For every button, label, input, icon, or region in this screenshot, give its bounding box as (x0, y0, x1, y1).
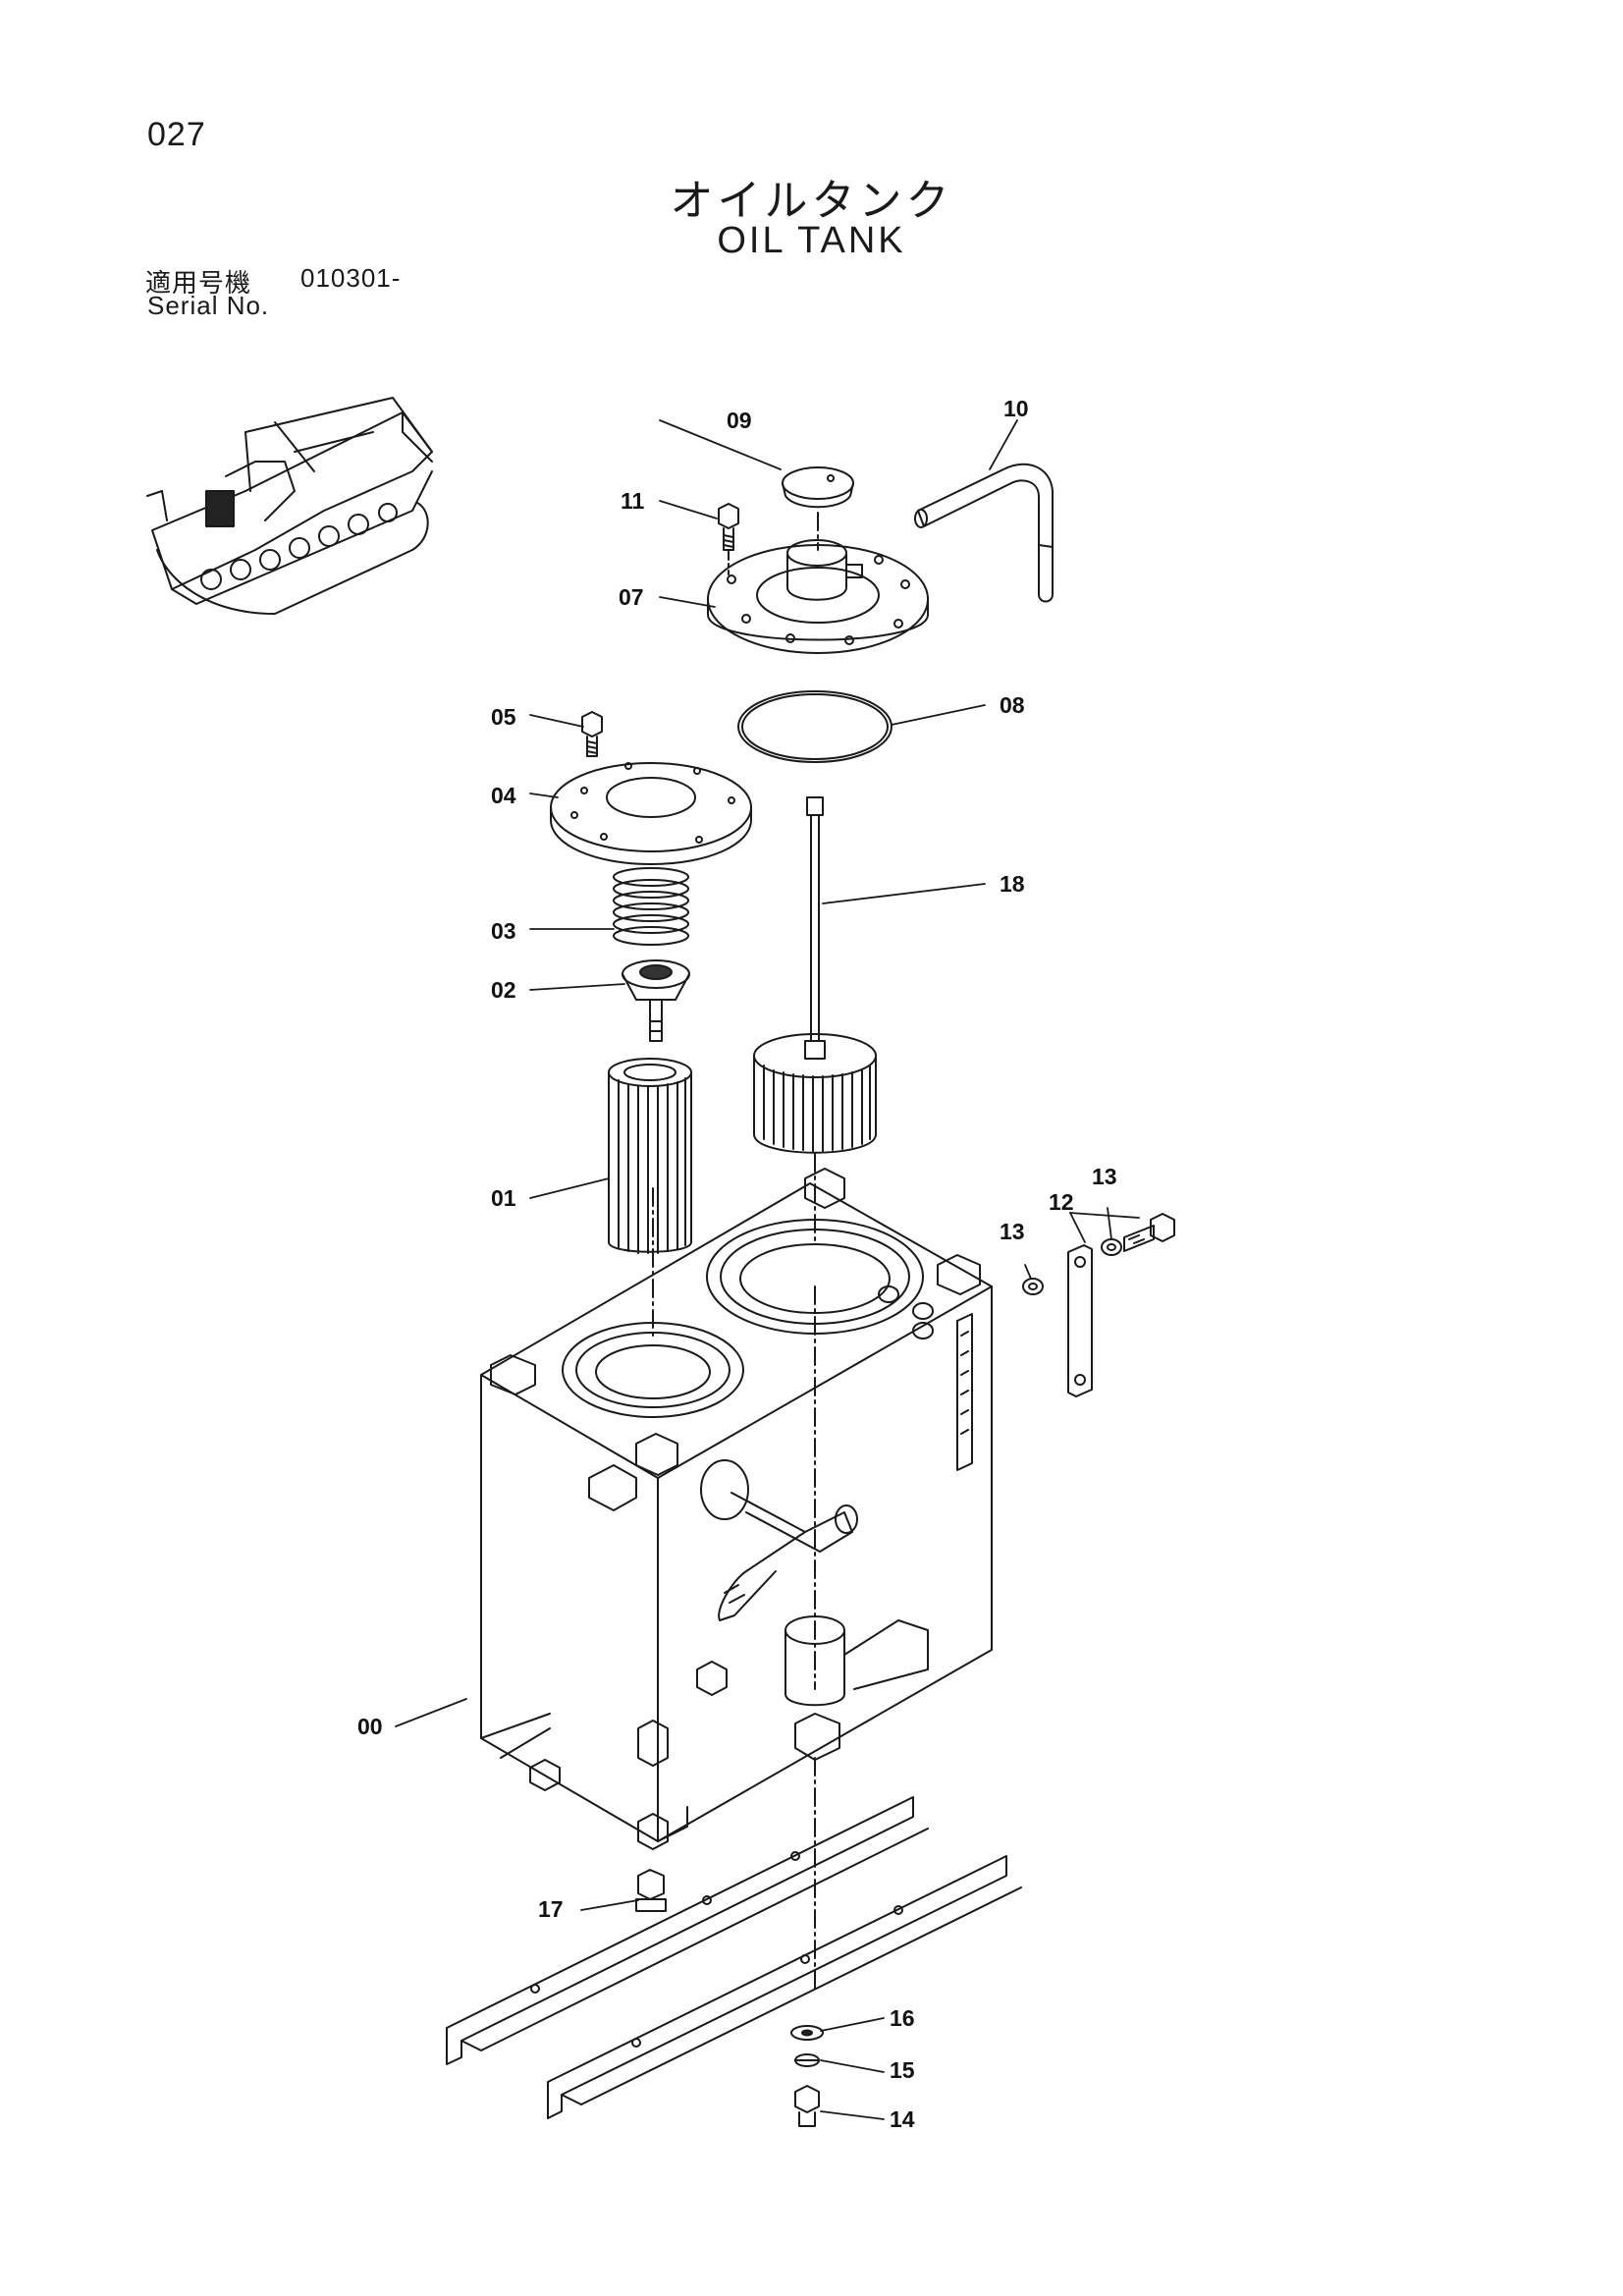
callout-01: 01 (491, 1185, 516, 1211)
callout-09: 09 (727, 408, 752, 433)
tank-mount-hardware (790, 2025, 824, 2127)
drain-plug (635, 1869, 667, 1912)
callout-18: 18 (1000, 871, 1025, 897)
callout-03: 03 (491, 918, 516, 944)
callout-15: 15 (890, 2057, 915, 2083)
callout-14: 14 (890, 2106, 915, 2132)
oil-tank-body (480, 512, 993, 1995)
callout-04: 04 (491, 783, 516, 808)
page-number: 027 (147, 116, 206, 153)
callout-08: 08 (1000, 692, 1025, 718)
callout-13-left: 13 (1000, 1219, 1025, 1244)
mounting-rails (446, 1796, 1022, 2119)
cover-assembly (707, 463, 1054, 1154)
callout-13-right: 13 (1092, 1164, 1117, 1189)
callout-12: 12 (1049, 1189, 1074, 1215)
serial-number: 010301- (300, 263, 402, 293)
title-japanese: オイルタンク (670, 177, 953, 225)
machine-thumbnail (146, 397, 433, 615)
callout-11: 11 (621, 488, 645, 514)
callout-05: 05 (491, 704, 516, 730)
callout-10: 10 (1003, 396, 1029, 421)
serial-label-japanese: 適用号機 (145, 268, 252, 298)
filter-stack-left (550, 711, 752, 1254)
callout-07: 07 (619, 584, 644, 610)
callout-02: 02 (491, 977, 516, 1003)
title-english: OIL TANK (717, 220, 906, 261)
leader-lines (395, 419, 1140, 2120)
callout-00: 00 (357, 1714, 383, 1739)
callout-labels: 09 10 11 07 05 08 04 18 03 02 01 13 12 1… (357, 396, 1117, 2132)
serial-label-english: Serial No. (147, 291, 270, 320)
callout-16: 16 (890, 2005, 915, 2031)
level-gauge-bracket (1022, 1213, 1175, 1397)
callout-17: 17 (538, 1896, 564, 1922)
